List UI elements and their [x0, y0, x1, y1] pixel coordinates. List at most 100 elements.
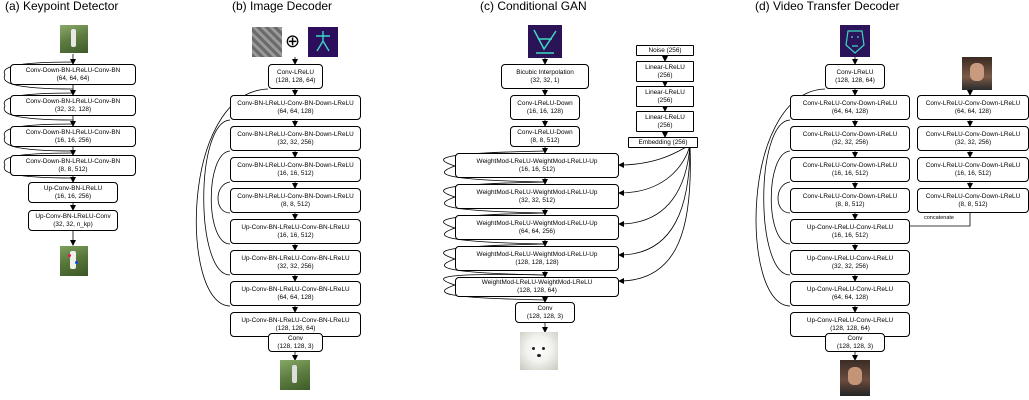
block-shape: (16, 16, 512)	[954, 169, 992, 177]
block-name: Conv-Down-BN-LReLU-Conv-BN	[25, 66, 121, 74]
decoder-block-5: Conv-BN-LReLU-Conv-BN-Down-LReLU (8, 8, …	[230, 188, 361, 213]
panel-b-title: (b) Image Decoder	[232, 0, 333, 13]
block-name: Up-Conv-LReLU-Conv-LReLU	[806, 316, 894, 324]
transfer-block-4: Conv-LReLU-Conv-Down-LReLU (16, 16, 512)	[790, 157, 910, 182]
block-shape: (16, 16, 512)	[518, 165, 556, 173]
edge-map-image	[528, 25, 562, 58]
side-encoder-block-1: Conv-LReLU-Conv-Down-LReLU (64, 64, 128)	[917, 95, 1029, 120]
block-shape: (16, 16, 256)	[54, 192, 92, 200]
block-name: Conv-Down-BN-LReLU-Conv-BN	[25, 97, 121, 105]
linear-block-2: Linear-LReLU (256)	[636, 86, 694, 107]
keypoint-encoder-block-1: Conv-Down-BN-LReLU-Conv-BN (64, 64, 64)	[10, 64, 136, 85]
block-name: Conv-LReLU-Conv-Down-LReLU	[925, 161, 1021, 169]
transfer-block-9: Up-Conv-LReLU-Conv-LReLU (128, 128, 64)	[790, 312, 910, 337]
edge-lines-icon	[533, 29, 557, 54]
block-name: Conv-LReLU-Conv-Down-LReLU	[802, 99, 898, 107]
keypoint-encoder-block-3: Conv-Down-BN-LReLU-Conv-BN (16, 16, 256)	[10, 126, 136, 147]
decoder-block-3: Conv-BN-LReLU-Conv-BN-Down-LReLU (32, 32…	[230, 126, 361, 151]
block-shape: (128, 128, 128)	[515, 258, 559, 266]
weightmod-block-2: WeightMod-LReLU-WeightMod-LReLU-Up (32, …	[455, 184, 619, 209]
concat-symbol: ⊕	[285, 31, 301, 51]
block-shape: (128, 128, 64)	[275, 324, 316, 332]
block-name: Conv-BN-LReLU-Conv-BN-Down-LReLU	[237, 161, 354, 169]
concatenate-label: concatenate	[924, 215, 954, 221]
transfer-block-6: Up-Conv-LReLU-Conv-LReLU (16, 16, 512)	[790, 219, 910, 244]
decoder-block-6: Up-Conv-BN-LReLU-Conv-BN-LReLU (16, 16, …	[230, 219, 361, 244]
block-shape: (8, 8, 512)	[530, 136, 560, 144]
block-shape: (8, 8, 512)	[280, 200, 311, 208]
block-name: Conv-LReLU-Conv-Down-LReLU	[925, 99, 1021, 107]
weightmod-block-4: WeightMod-LReLU-WeightMod-LReLU-Up (128,…	[455, 246, 619, 271]
block-shape: (32, 32, 256)	[831, 138, 869, 146]
block-name: Conv	[847, 334, 863, 342]
keypoint-encoder-block-2: Conv-Down-BN-LReLU-Conv-BN (32, 32, 128)	[10, 95, 136, 116]
block-shape: (8, 8, 512)	[835, 200, 865, 208]
transfer-block-1: Conv-LReLU (128, 128, 64)	[825, 64, 885, 89]
face-landmark-icon	[845, 30, 865, 54]
block-name: Conv-LReLU-Conv-Down-LReLU	[925, 192, 1021, 200]
transfer-block-3: Conv-LReLU-Conv-Down-LReLU (32, 32, 256)	[790, 126, 910, 151]
block-shape: (256)	[657, 71, 673, 79]
block-name: WeightMod-LReLU-WeightMod-LReLU-Up	[476, 188, 598, 196]
noise-input: Noise (256)	[636, 45, 694, 56]
block-name: Up-Conv-BN-LReLU-Conv-BN-LReLU	[241, 223, 350, 231]
block-shape: (32, 32, 256)	[954, 138, 992, 146]
block-name: Linear-LReLU	[645, 113, 685, 121]
block-name: Conv-BN-LReLU-Conv-BN-Down-LReLU	[237, 130, 354, 138]
background-image	[252, 27, 282, 57]
block-shape: (8, 8, 512)	[958, 200, 988, 208]
block-name: Up-Conv-BN-LReLU-Conv	[35, 212, 111, 220]
reference-face-photo	[962, 57, 992, 90]
weightmod-block-3: WeightMod-LReLU-WeightMod-LReLU-Up (64, …	[455, 215, 619, 240]
block-name: Up-Conv-LReLU-Conv-LReLU	[806, 223, 894, 231]
linear-block-1: Linear-LReLU (256)	[636, 61, 694, 82]
keypoint-decoder-block-2: Up-Conv-BN-LReLU-Conv (32, 32, n_kp)	[28, 210, 118, 231]
block-name: Conv-Down-BN-LReLU-Conv-BN	[25, 157, 121, 165]
transfer-block-2: Conv-LReLU-Conv-Down-LReLU (64, 64, 128)	[790, 95, 910, 120]
block-shape: (128, 128, 3)	[836, 342, 874, 350]
block-shape: (16, 16, 256)	[54, 136, 92, 144]
transfer-block-8: Up-Conv-LReLU-Conv-LReLU (64, 64, 128)	[790, 281, 910, 306]
pose-skeleton-icon	[316, 31, 330, 52]
side-encoder-block-2: Conv-LReLU-Conv-Down-LReLU (32, 32, 256)	[917, 126, 1029, 151]
block-name: Conv-LReLU-Down	[517, 99, 573, 107]
block-shape: (32, 32, 256)	[277, 262, 314, 270]
block-name: Conv-BN-LReLU-Conv-BN-Down-LReLU	[237, 192, 354, 200]
block-name: Conv	[288, 334, 303, 342]
embedding-block: Embedding (256)	[628, 137, 698, 148]
face-landmark-image	[840, 25, 870, 57]
block-shape: (64, 64, 128)	[954, 107, 992, 115]
block-shape: (32, 32, 1)	[530, 76, 560, 84]
block-shape: (256)	[657, 96, 673, 104]
block-shape: (128, 128, 3)	[526, 312, 564, 320]
weightmod-block-1: WeightMod-LReLU-WeightMod-LReLU-Up (16, …	[455, 153, 619, 178]
panel-d-title: (d) Video Transfer Decoder	[755, 0, 900, 13]
decoder-block-1: Conv-LReLU (128, 128, 64)	[268, 64, 323, 89]
block-name: Up-Conv-LReLU-Conv-LReLU	[806, 285, 894, 293]
side-encoder-block-4: Conv-LReLU-Conv-Down-LReLU (8, 8, 512)	[917, 188, 1029, 213]
block-shape: (64, 64, 64)	[56, 74, 90, 82]
block-name: Conv-LReLU-Down	[517, 128, 573, 136]
block-name: Conv-LReLU	[836, 68, 874, 76]
block-name: Up-Conv-BN-LReLU-Conv-BN-LReLU	[241, 285, 350, 293]
decoder-block-7: Up-Conv-BN-LReLU-Conv-BN-LReLU (32, 32, …	[230, 250, 361, 275]
bicubic-block: Bicubic Interpolation (32, 32, 1)	[501, 64, 589, 89]
block-name: Up-Conv-BN-LReLU	[43, 184, 103, 192]
block-name: Conv-LReLU-Conv-Down-LReLU	[925, 130, 1021, 138]
block-name: WeightMod-LReLU-WeightMod-LReLU	[481, 279, 593, 286]
block-name: Conv-LReLU	[277, 68, 314, 76]
conv-down-block-1: Conv-LReLU-Down (16, 16, 128)	[510, 95, 580, 120]
block-shape: (64, 64, 128)	[831, 107, 869, 115]
panel-a-title: (a) Keypoint Detector	[5, 0, 119, 13]
keypoint-encoder-block-4: Conv-Down-BN-LReLU-Conv-BN (8, 8, 512)	[10, 155, 136, 176]
weightmod-block-5: WeightMod-LReLU-WeightMod-LReLU (128, 12…	[455, 277, 619, 297]
block-shape: (64, 64, 256)	[518, 227, 556, 235]
keypoint-decoder-block-1: Up-Conv-BN-LReLU (16, 16, 256)	[28, 182, 118, 203]
block-name: Conv-LReLU-Conv-Down-LReLU	[802, 161, 898, 169]
block-shape: (32, 32, 128)	[54, 105, 92, 113]
side-encoder-block-3: Conv-LReLU-Conv-Down-LReLU (16, 16, 512)	[917, 157, 1029, 182]
block-name: Bicubic Interpolation	[516, 68, 574, 76]
noise-label: Noise (256)	[648, 46, 682, 54]
block-name: Conv	[537, 304, 553, 312]
